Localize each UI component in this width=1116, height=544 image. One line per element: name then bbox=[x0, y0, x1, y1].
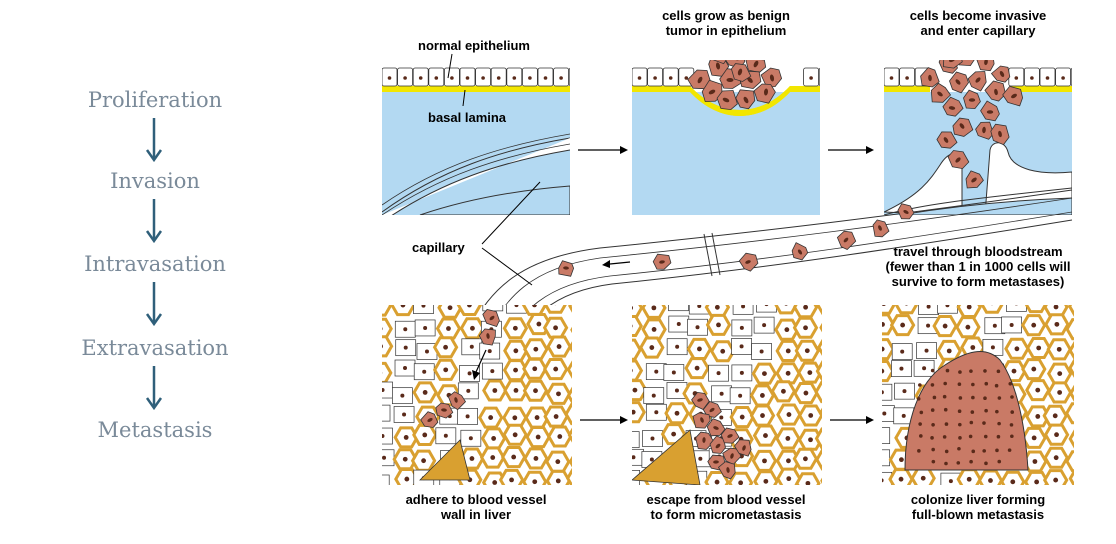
down-arrow-icon bbox=[145, 118, 163, 163]
step-invasion: Invasion bbox=[110, 169, 200, 193]
invading-tumor-cells bbox=[920, 60, 1024, 189]
benign-tumor-cells bbox=[687, 60, 783, 111]
panel-benign-tumor bbox=[632, 60, 820, 215]
step-metastasis: Metastasis bbox=[97, 418, 213, 442]
metastasis-cells bbox=[916, 368, 1015, 466]
liver-cells bbox=[382, 305, 572, 485]
label-adhere: adhere to blood vessel wall in liver bbox=[405, 492, 547, 522]
panel-escape bbox=[632, 305, 822, 485]
panel-normal-epithelium bbox=[382, 67, 570, 215]
step-intravasation: Intravasation bbox=[84, 252, 226, 276]
circulating-tumor-cells bbox=[558, 203, 915, 277]
arrow-right-icon bbox=[830, 416, 874, 424]
pointer-line bbox=[447, 53, 453, 79]
panel-invasive bbox=[884, 60, 1072, 215]
down-arrow-icon bbox=[145, 366, 163, 411]
label-capillary: capillary bbox=[412, 240, 465, 255]
label-travel: travel through bloodstream (fewer than 1… bbox=[885, 244, 1071, 289]
adhering-tumor-cells bbox=[420, 309, 500, 428]
label-normal-epithelium: normal epithelium bbox=[418, 38, 530, 53]
down-arrow-icon bbox=[145, 199, 163, 244]
step-extravasation: Extravasation bbox=[81, 336, 229, 360]
down-arrow-icon bbox=[145, 282, 163, 327]
arrow-right-icon bbox=[580, 416, 628, 424]
label-colonize: colonize liver forming full-blown metast… bbox=[910, 492, 1046, 522]
label-escape: escape from blood vessel to form microme… bbox=[646, 492, 806, 522]
step-proliferation: Proliferation bbox=[87, 88, 223, 112]
label-basal-lamina: basal lamina bbox=[428, 110, 507, 125]
panel-adhere bbox=[382, 305, 572, 485]
label-invasive: cells become invasive and enter capillar… bbox=[909, 8, 1047, 38]
label-benign: cells grow as benign tumor in epithelium bbox=[662, 8, 790, 38]
arrow-right-icon bbox=[828, 146, 874, 154]
epithelial-cells bbox=[382, 67, 570, 87]
pointer-line bbox=[462, 89, 466, 107]
micrometastasis-cells bbox=[691, 391, 752, 480]
arrow-right-icon bbox=[578, 146, 628, 154]
panel-colonize bbox=[882, 305, 1074, 485]
